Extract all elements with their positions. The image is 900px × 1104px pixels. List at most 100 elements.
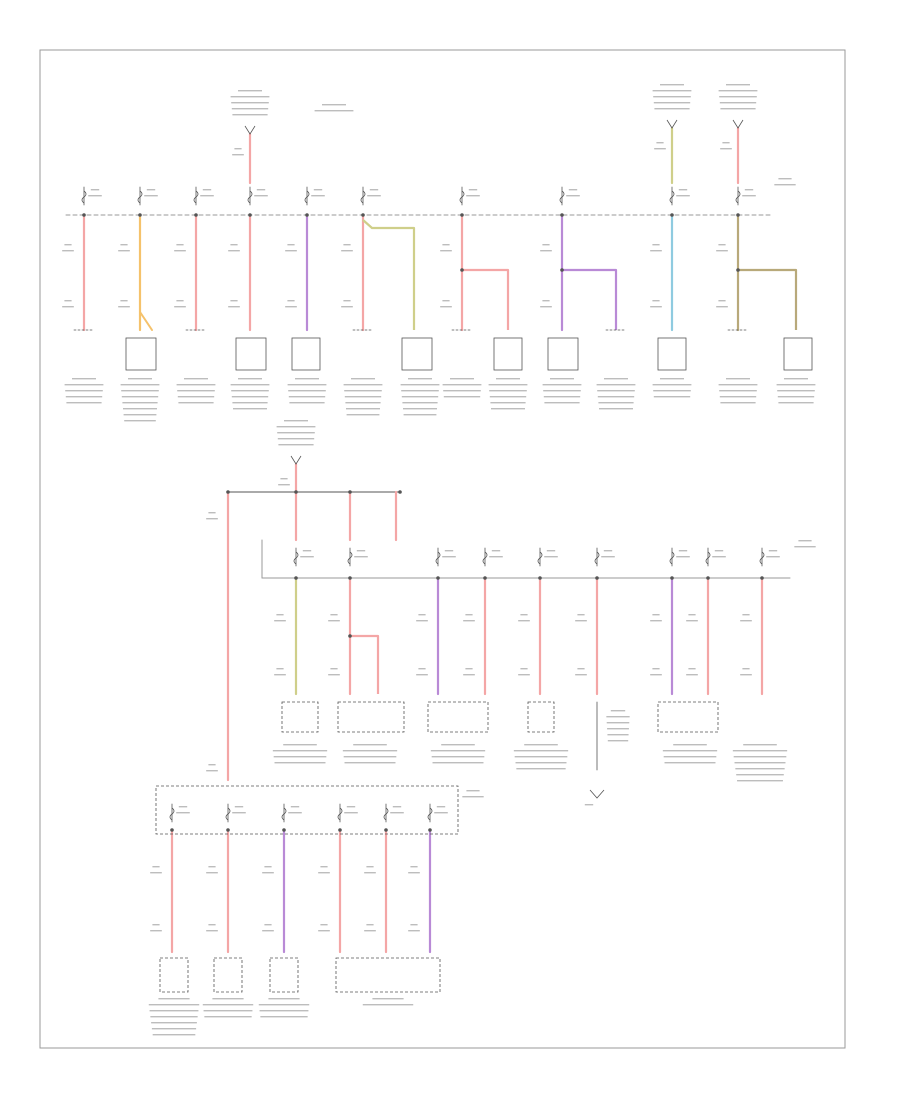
middle-circuit-8-fuse-element	[705, 551, 711, 565]
feed-top-left-source-label	[238, 90, 262, 92]
top-component-label-14	[777, 396, 815, 398]
top-component-label-1	[72, 378, 96, 380]
lower-fuse-box	[155, 785, 459, 835]
top-circuit-1-fuse-element	[81, 190, 87, 204]
middle-component-label-6	[737, 780, 783, 782]
top-component-label-3	[176, 384, 216, 386]
middle-circuit-6-code-b	[575, 674, 587, 676]
lower-circuit-2-fuse-element	[225, 807, 231, 821]
middle-component-label-6	[743, 744, 777, 746]
middle-splice-node-2	[294, 490, 298, 494]
top-circuit-7-fuse-element	[459, 190, 465, 204]
middle-component-label-4	[524, 744, 558, 746]
lower-circuit-5-fuse-element	[383, 807, 389, 821]
feed-top-left-source-label	[230, 96, 270, 98]
top-component-label-9	[489, 390, 527, 392]
top-component-label-2	[128, 378, 152, 380]
top-circuit-5-fuse-label	[311, 195, 325, 197]
top-circuit-7-code-b	[442, 300, 450, 302]
top-component-label-4	[231, 396, 269, 398]
top-component-4	[401, 337, 433, 371]
lower-circuit-3-code-a	[262, 872, 274, 874]
top-component-label-13	[719, 390, 757, 392]
feed-top-right-b-arrow	[732, 119, 744, 129]
top-circuit-1-code-b	[64, 300, 72, 302]
top-component-label-13	[718, 384, 758, 386]
middle-circuit-1-fuse-label	[300, 556, 314, 558]
top-component-label-10	[543, 396, 581, 398]
middle-relay-label	[606, 716, 630, 718]
top-circuit-1-fuse-label	[90, 189, 100, 191]
lower-component-label-3	[268, 998, 300, 1000]
top-component-label-11	[596, 384, 636, 386]
feed-top-right-b-source-label	[719, 102, 757, 104]
middle-relay-label	[606, 722, 630, 724]
lower-component-label-3	[260, 1016, 308, 1018]
lower-circuit-3-node	[282, 828, 286, 832]
feed-middle-source-label	[277, 432, 315, 434]
middle-component-1	[281, 701, 319, 733]
middle-circuit-4-node	[483, 576, 487, 580]
middle-bus-label	[798, 540, 812, 542]
top-circuit-5-code-a	[285, 250, 297, 252]
top-component-label-6	[346, 414, 380, 416]
lower-circuit-3-code-b	[264, 924, 272, 926]
top-circuit-7-code-b	[440, 306, 452, 308]
top-circuit-7-fuse-label	[466, 195, 480, 197]
lower-component-label-2	[202, 1004, 254, 1006]
top-component-label-11	[599, 408, 633, 410]
top-branch-562-node	[560, 268, 564, 272]
middle-relay-label	[610, 710, 626, 712]
middle-component-label-4	[515, 762, 567, 764]
middle-circuit-7-code-b	[650, 674, 662, 676]
frame-layer	[39, 49, 846, 1049]
top-circuit-9-code-a	[650, 250, 662, 252]
feed-middle-source-label	[278, 444, 314, 446]
lower-component-label-4	[362, 1004, 414, 1006]
top-circuit-8-code-a	[542, 244, 550, 246]
feed-middle-wire-code	[278, 484, 290, 486]
top-component-label-6	[346, 408, 380, 410]
top-circuit-10-code-a	[716, 250, 728, 252]
top-component-label-14	[777, 390, 815, 392]
top-circuit-3-fuse-element	[193, 190, 199, 204]
middle-circuit-6-node	[595, 576, 599, 580]
top-circuit-2-code-a	[120, 244, 128, 246]
top-circuit-6-code-a	[343, 244, 351, 246]
middle-component-label-3	[430, 750, 486, 752]
top-component-3	[291, 337, 321, 371]
lower-circuit-1-node	[170, 828, 174, 832]
lower-circuit-4-code-b	[318, 930, 330, 932]
middle-component-label-6	[734, 762, 786, 764]
middle-circuit-5-node	[538, 576, 542, 580]
middle-circuit-4-code-b	[465, 668, 473, 670]
feed-top-right-b-source-label	[720, 108, 756, 110]
middle-circuit-8-code-b	[686, 674, 698, 676]
feed-middle-wire-code	[280, 478, 288, 480]
top-circuit-10-code-a	[718, 244, 726, 246]
lower-circuit-4-node	[338, 828, 342, 832]
labels-layer	[62, 84, 816, 1036]
middle-circuit-1-code-b	[276, 668, 284, 670]
feed-top-right-a-source-label	[652, 90, 692, 92]
lower-component-label-1	[158, 998, 190, 1000]
middle-circuit-2-fuse-label	[356, 550, 366, 552]
middle-component-label-6	[736, 774, 784, 776]
top-circuit-2-fuse-label	[146, 189, 156, 191]
feed-top-left-source-label	[231, 102, 269, 104]
middle-circuit-9-code-b	[742, 668, 750, 670]
middle-circuit-1-code-a	[274, 620, 286, 622]
middle-circuit-3-fuse-element	[435, 551, 441, 565]
lower-box-label	[466, 790, 480, 792]
top-circuit-1-node	[82, 213, 86, 217]
lower-circuit-6-fuse-label	[436, 806, 446, 808]
middle-component-label-4	[513, 750, 569, 752]
lower-circuit-3-code-a	[264, 866, 272, 868]
top-circuit-5-node	[305, 213, 309, 217]
middle-circuit-9-node	[760, 576, 764, 580]
lower-circuit-2-node	[226, 828, 230, 832]
lower-circuit-6-code-a	[408, 872, 420, 874]
top-component-label-3	[177, 390, 215, 392]
middle-circuit-6-code-a	[577, 614, 585, 616]
top-circuit-4-node	[248, 213, 252, 217]
